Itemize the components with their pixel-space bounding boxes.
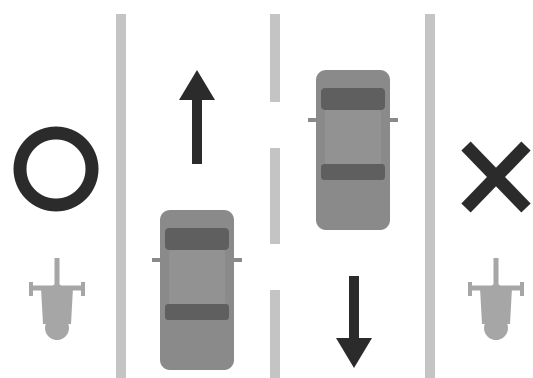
center-dashed-lane-line	[270, 14, 280, 378]
arrow-down-icon	[336, 276, 372, 368]
circle-icon	[20, 133, 92, 205]
right-bicycle-icon	[470, 258, 522, 340]
left-bicycle-icon	[31, 258, 83, 340]
cross-icon	[466, 146, 526, 208]
arrow-up-icon	[179, 70, 215, 164]
car-icon-left-lane	[152, 210, 242, 370]
car-icon-right-lane	[308, 70, 398, 230]
left-solid-lane-line	[116, 14, 126, 378]
right-solid-lane-line	[425, 14, 435, 378]
